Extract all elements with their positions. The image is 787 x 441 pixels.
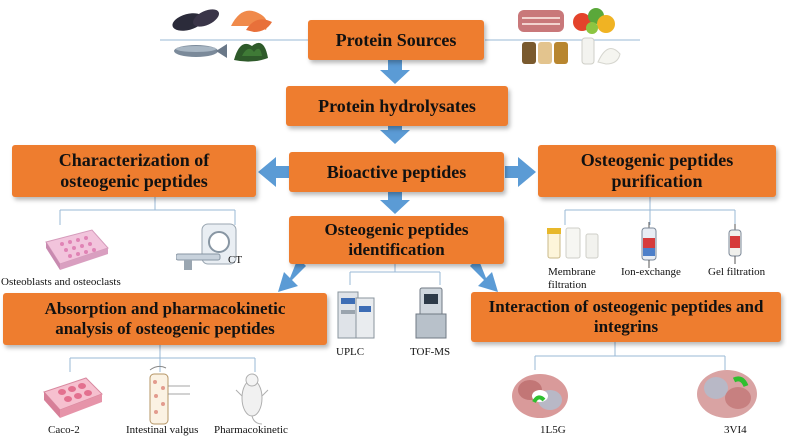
flow-arrows [258, 58, 536, 292]
arrow-sources-hydrolysates [380, 58, 410, 84]
node-interaction: Interaction of osteogenic peptides and i… [471, 292, 781, 342]
column-icon [728, 224, 742, 264]
seaweed-icon [234, 42, 268, 62]
label-ion-exchange: Ion-exchange [621, 266, 681, 278]
label-membrane: Membrane filtration [548, 266, 596, 291]
arrow-bioactive-purification [505, 157, 536, 187]
arrow-hydrolysates-bioactive [380, 118, 410, 144]
tof-ms-icon [415, 287, 447, 339]
label-tof-ms: TOF-MS [410, 346, 451, 358]
label-gel-filtration: Gel filtration [708, 266, 766, 278]
arrow-bioactive-characterization [258, 157, 290, 187]
label-ct: CT [228, 254, 243, 266]
protein-structure-icon [697, 370, 757, 418]
beans-icon [522, 42, 568, 64]
vegetables-icon [573, 8, 615, 34]
node-purification: Osteogenic peptides purification [538, 145, 776, 197]
shrimp-icon [231, 10, 272, 32]
label-caco2: Caco-2 [48, 424, 80, 436]
vial-icon [547, 227, 599, 259]
node-identification: Osteogenic peptides identification [289, 216, 504, 264]
label-pharmacokinetic: Pharmacokinetic [214, 424, 288, 436]
node-protein-hydrolysates: Protein hydrolysates [286, 86, 508, 126]
caco2-plate-icon [43, 377, 103, 418]
node-bioactive-peptides: Bioactive peptides [289, 152, 504, 192]
milk-icon [581, 37, 621, 65]
protein-structure-icon [512, 374, 568, 418]
intestine-icon [149, 365, 190, 425]
column-icon [641, 222, 657, 268]
arrow-identification-interaction [470, 258, 498, 292]
fish-icon [174, 44, 227, 58]
well-plate-icon [45, 229, 109, 270]
arrow-bioactive-identification [380, 188, 410, 214]
ct-scanner-icon [176, 223, 237, 270]
node-absorption: Absorption and pharmacokinetic analysis … [3, 293, 327, 345]
label-osteoblasts: Osteoblasts and osteoclasts [1, 276, 121, 288]
mussel-icon [172, 9, 220, 31]
label-uplc: UPLC [336, 346, 365, 358]
label-intestinal: Intestinal valgus [126, 424, 199, 436]
mouse-icon [235, 373, 269, 425]
node-protein-sources: Protein Sources [308, 20, 484, 60]
label-3vi4: 3VI4 [724, 424, 747, 436]
node-characterization: Characterization of osteogenic peptides [12, 145, 256, 197]
meat-icon [518, 10, 564, 32]
arrow-identification-absorption [278, 258, 306, 292]
uplc-icon [337, 291, 375, 339]
label-1l5g: 1L5G [540, 424, 566, 436]
